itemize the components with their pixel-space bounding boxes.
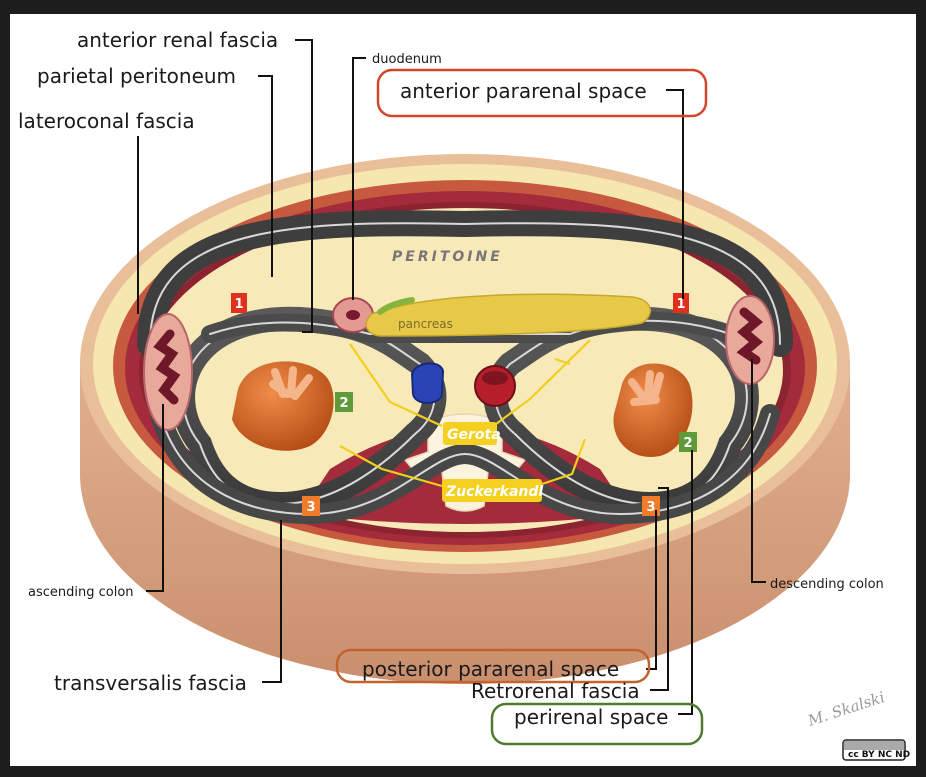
anterior-pararenal-space-label: anterior pararenal space <box>400 79 647 103</box>
perirenal-space-label: perirenal space <box>514 705 668 729</box>
ascending-colon-label: ascending colon <box>28 585 134 600</box>
right-kidney <box>613 363 693 457</box>
gerota-label-box <box>443 422 497 445</box>
gerota-label: Gerota <box>447 427 501 443</box>
ivc <box>410 362 445 404</box>
marker-right-2: 2 <box>679 432 697 452</box>
descending-colon-label: descending colon <box>770 577 884 592</box>
posterior-pararenal-highlight <box>335 648 651 684</box>
svg-text:2: 2 <box>684 436 693 451</box>
license-text: cc BY NC ND <box>848 750 910 760</box>
pancreas-label: pancreas <box>398 317 453 331</box>
svg-text:1: 1 <box>677 297 686 312</box>
marker-right-3: 3 <box>642 496 660 516</box>
transversalis-fascia-label: transversalis fascia <box>54 671 247 695</box>
duodenum-label: duodenum <box>372 52 442 67</box>
marker-right-1: 1 <box>673 293 689 313</box>
svg-text:2: 2 <box>340 396 349 411</box>
ascending-colon <box>143 313 193 431</box>
pancreas <box>365 293 652 337</box>
marker-left-3: 3 <box>302 496 320 516</box>
author-signature: M. Skalski <box>805 688 887 730</box>
perirenal-highlight <box>490 702 704 746</box>
svg-text:3: 3 <box>307 500 316 515</box>
marker-left-2: 2 <box>335 392 353 412</box>
anterior-pararenal-highlight <box>376 68 708 118</box>
aorta <box>474 365 516 407</box>
marker-left-1: 1 <box>231 293 247 313</box>
peritoine-label: PERITOINE <box>392 249 503 265</box>
pancreatic-duct <box>377 297 415 315</box>
anterior-renal-fascia-label: anterior renal fascia <box>77 28 278 52</box>
left-kidney <box>232 361 334 451</box>
license-badge: cc BY NC ND <box>842 739 910 761</box>
parietal-peritoneum-label: parietal peritoneum <box>37 64 236 88</box>
retrorenal-fascia-label: Retrorenal fascia <box>471 679 640 703</box>
svg-text:3: 3 <box>647 500 656 515</box>
figure-frame: Gerota Zuckerkandl PERITOINE pancreas 1 … <box>10 14 916 766</box>
fascia-pointer-lines <box>339 339 591 488</box>
zuckerkandl-label-box <box>442 479 542 502</box>
lateroconal-fascia-label: lateroconal fascia <box>18 109 195 133</box>
svg-text:1: 1 <box>235 297 244 312</box>
zuckerkandl-label: Zuckerkandl <box>445 484 543 500</box>
retroperitoneum-diagram: Gerota Zuckerkandl PERITOINE pancreas 1 … <box>18 28 910 761</box>
posterior-pararenal-space-label: posterior pararenal space <box>362 657 619 681</box>
descending-colon <box>725 295 775 385</box>
